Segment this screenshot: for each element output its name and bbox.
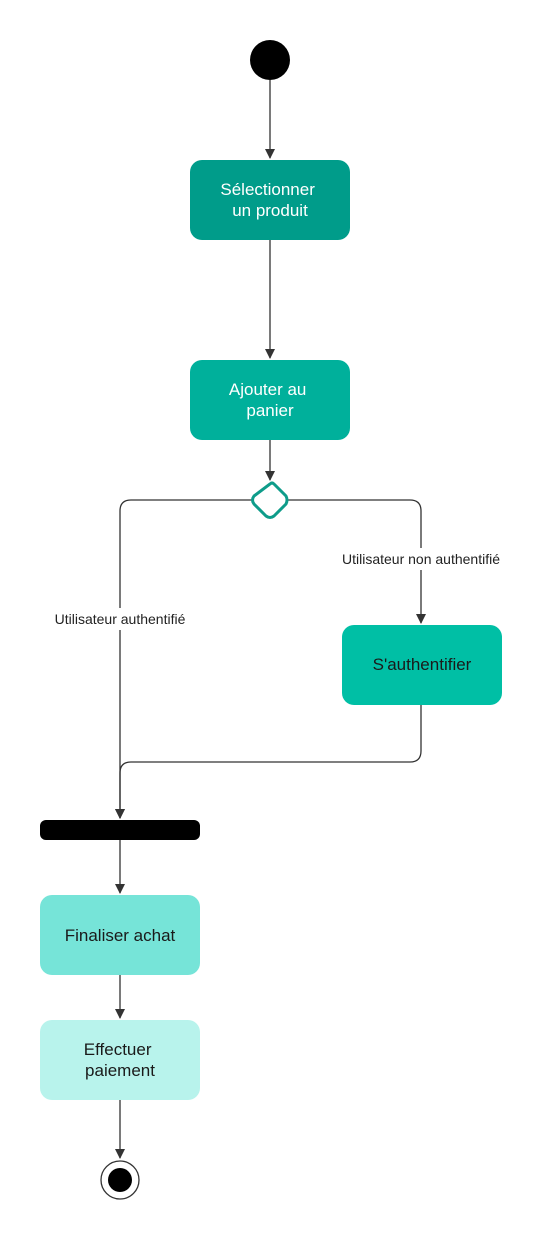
action-finalize-purchase-box — [40, 895, 200, 975]
edge-label-bg-not-authenticated — [332, 548, 512, 570]
action-finalize-purchase: Finaliser achat — [40, 895, 200, 975]
action-authenticate-label: S'authentifier — [373, 655, 472, 674]
action-select-product-line1: Sélectionner — [220, 180, 315, 199]
action-make-payment-label: Effectuer paiement — [84, 1040, 156, 1080]
action-make-payment: Effectuer paiement — [40, 1020, 200, 1100]
action-add-to-cart-box — [190, 360, 350, 440]
start-node — [250, 40, 290, 80]
action-authenticate-box — [342, 625, 502, 705]
action-select-product-box — [190, 160, 350, 240]
action-select-product: Sélectionner un produit — [190, 160, 350, 240]
edge-decision-to-auth — [288, 499, 426, 624]
end-node-core — [108, 1168, 132, 1192]
action-add-to-cart: Ajouter au panier — [190, 360, 350, 440]
edges — [115, 80, 426, 1159]
action-make-payment-line2: paiement — [85, 1061, 155, 1080]
action-select-product-line2: un produit — [232, 201, 308, 220]
join-bar — [40, 820, 200, 840]
edge-label-bg-authenticated — [44, 608, 196, 630]
action-make-payment-line1: Effectuer — [84, 1040, 152, 1059]
decision-node — [251, 481, 289, 519]
action-authenticate: S'authentifier — [342, 625, 502, 705]
action-select-product-label: Sélectionner un produit — [220, 180, 319, 220]
action-add-to-cart-label: Ajouter au panier — [229, 380, 311, 420]
action-make-payment-box — [40, 1020, 200, 1100]
action-finalize-purchase-label: Finaliser achat — [65, 926, 176, 945]
edge-label-authenticated: Utilisateur authentifié — [55, 611, 186, 627]
end-node — [100, 1160, 140, 1200]
edge-label-not-authenticated: Utilisateur non authentifié — [342, 551, 500, 567]
edge-decision-to-join — [115, 499, 252, 819]
action-add-to-cart-line2: panier — [246, 401, 294, 420]
action-add-to-cart-line1: Ajouter au — [229, 380, 307, 399]
edge-auth-to-join — [115, 705, 422, 819]
